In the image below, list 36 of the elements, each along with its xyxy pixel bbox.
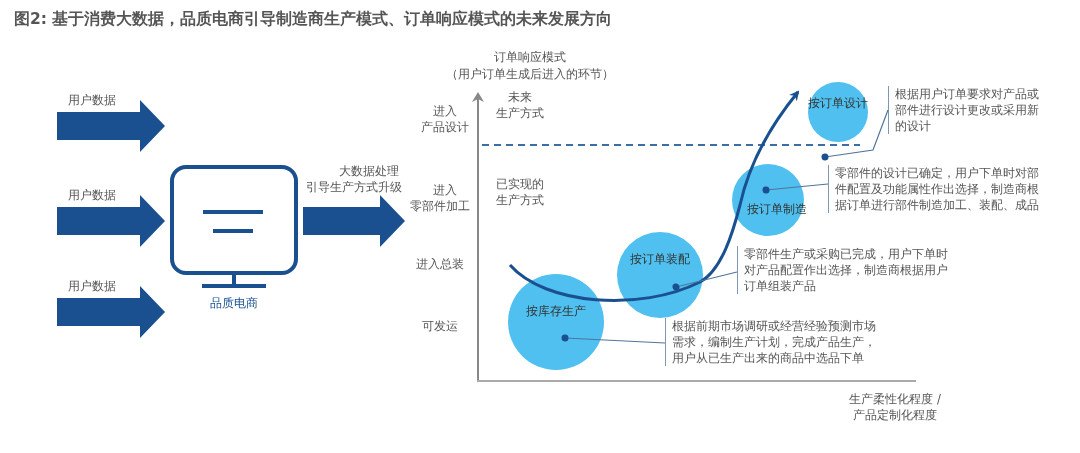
stage-label: 按库存生产 <box>525 304 587 319</box>
title: 图2: 基于消费大数据，品质电商引导制造商生产模式、订单响应模式的未来发展方向 <box>14 9 613 30</box>
region-label: 已实现的 <box>495 176 545 192</box>
description-text: 根据前期市场调研或经营经验预测市场需求，编制生产计划，完成产品生产，用户从已生产出来的商品中选品下单 <box>665 318 887 366</box>
description-text: 根据用户订单要求对产品或部件进行设计更改或采用新的设计 <box>888 86 1044 134</box>
region-label: 生产方式 <box>495 192 545 208</box>
axis-tick-label: 可发运 <box>421 318 459 334</box>
leader-line <box>762 183 829 194</box>
block-arrow <box>57 286 165 338</box>
axis-title: 产品定制化程度 <box>852 407 938 423</box>
axis-title: 订单响应模式 <box>493 49 567 65</box>
region-label: 生产方式 <box>495 105 545 121</box>
node-label: 品质电商 <box>209 295 259 311</box>
stage-label: 按订单设计 <box>808 96 868 111</box>
axis-title: 生产柔性化程度 / <box>848 391 942 407</box>
axis-tick-label: 产品设计 <box>420 119 470 135</box>
block-arrow <box>57 195 165 247</box>
description-text: 零部件生产或采购已完成，用户下单时对产品配置作出选择，制造商根据用户订单组装产品 <box>737 246 959 294</box>
edge-label: 用户数据 <box>67 187 117 203</box>
axis-tick-label: 零部件加工 <box>409 198 471 214</box>
description-text: 零部件的设计已确定，用户下单时对部件配置及功能属性作出选择，制造商根据订单进行部件制造加工、装配、成品 <box>828 165 1050 213</box>
edge-label: 用户数据 <box>67 278 117 294</box>
edge-label: 用户数据 <box>67 92 117 108</box>
axis-tick-label: 进入 <box>432 182 458 198</box>
edge-label: 大数据处理引导生产方式升级 <box>306 163 403 195</box>
stage-circle <box>808 82 868 142</box>
axis-title: （用户订单生成后进入的环节） <box>445 66 615 82</box>
leader-line <box>821 109 889 161</box>
block-arrow <box>303 195 405 247</box>
leader-line <box>672 271 738 291</box>
axis-tick-label: 进入 <box>432 103 458 119</box>
block-arrow <box>57 100 165 152</box>
region-label: 未来 <box>507 89 533 105</box>
leader-line <box>561 334 666 344</box>
stage-label: 按订单装配 <box>629 252 691 267</box>
axis-tick-label: 进入总装 <box>415 256 465 272</box>
